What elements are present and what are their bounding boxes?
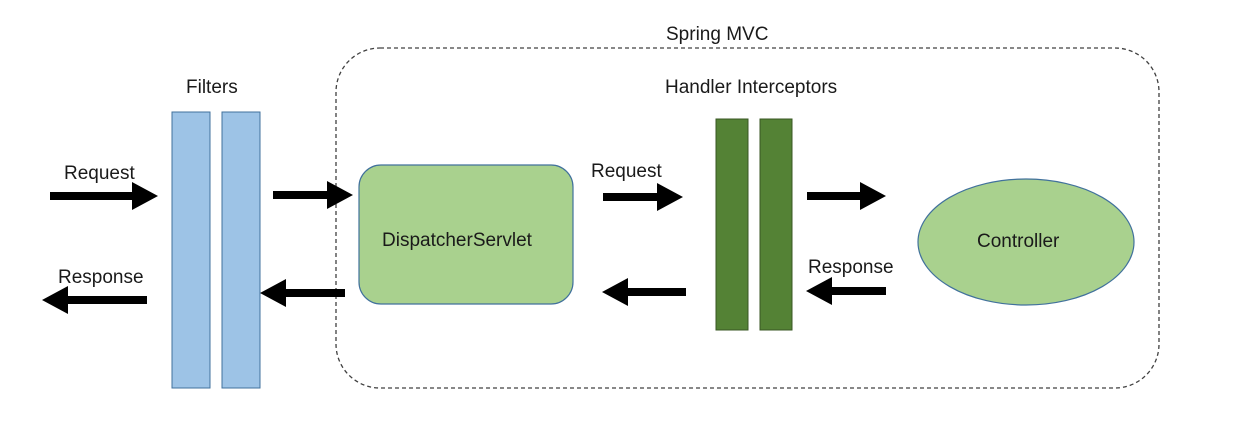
mid-request-label: Request — [591, 161, 662, 182]
filter-bar-1 — [171, 111, 211, 389]
left-response-label: Response — [58, 267, 144, 288]
interceptors-to-dispatcher-arrow — [602, 278, 686, 306]
interceptor-bar-1 — [715, 118, 749, 331]
controller-to-interceptors-arrow — [806, 277, 886, 305]
controller-node — [917, 178, 1135, 306]
handler-interceptors-title: Handler Interceptors — [665, 77, 838, 98]
spring-mvc-boundary — [335, 47, 1160, 389]
interceptor-bar-2 — [759, 118, 793, 331]
filters-to-dispatcher-arrow — [273, 181, 353, 209]
outgoing-response-arrow — [42, 286, 147, 314]
dispatcher-to-filters-arrow — [260, 279, 345, 307]
dispatcher-servlet-node — [358, 164, 574, 305]
filter-bar-2 — [221, 111, 261, 389]
dispatcher-to-interceptors-arrow — [603, 183, 683, 211]
filters-title: Filters — [186, 77, 238, 98]
right-response-label: Response — [808, 257, 894, 278]
spring-mvc-title: Spring MVC — [666, 24, 769, 45]
dispatcher-servlet-label: DispatcherServlet — [382, 230, 532, 251]
left-request-label: Request — [64, 163, 135, 184]
incoming-request-arrow — [50, 182, 158, 210]
controller-label: Controller — [977, 231, 1060, 252]
interceptors-to-controller-arrow — [807, 182, 886, 210]
